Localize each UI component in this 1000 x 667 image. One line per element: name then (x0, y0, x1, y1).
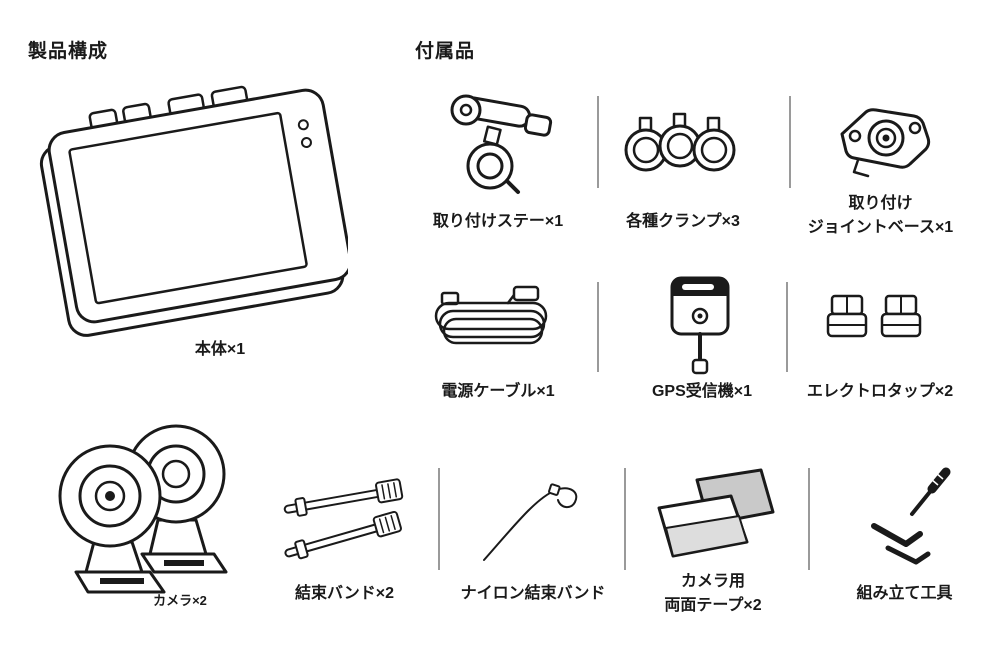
nylon-cable-tie-label: ナイロン結束バンド (460, 585, 606, 602)
mounting-stay-icon (438, 82, 558, 200)
double-sided-tape-label: カメラ用 両面テープ×2 (664, 573, 762, 614)
mounting-stay-label: 取り付けステー×1 (432, 213, 564, 230)
gps-receiver-icon (655, 272, 745, 377)
power-cable-icon (428, 283, 563, 363)
camera-pair-illustration (38, 402, 253, 594)
section-title-product-configuration: 製品構成 (28, 41, 109, 62)
column-divider (597, 96, 599, 188)
camera-count-label: カメラ×2 (153, 593, 207, 608)
gps-receiver-label: GPS受信機×1 (651, 383, 753, 400)
hook-strap-label: 結束バンド×2 (294, 585, 395, 602)
column-divider (786, 282, 788, 372)
joint-base-icon (828, 100, 933, 188)
clamps-label: 各種クランプ×3 (626, 213, 740, 230)
clamps-icon (622, 102, 742, 192)
column-divider (789, 96, 791, 188)
assembly-tools-icon (848, 466, 963, 571)
main-unit-count-label: 本体×1 (194, 341, 246, 358)
double-sided-tape-icon (645, 462, 780, 572)
column-divider (438, 468, 440, 570)
column-divider (597, 282, 599, 372)
power-cable-label: 電源ケーブル×1 (441, 383, 555, 400)
section-title-accessories: 付属品 (415, 41, 476, 62)
electro-tap-label: エレクトロタップ×2 (806, 383, 954, 400)
joint-base-label: 取り付け ジョイントベース×1 (807, 195, 954, 236)
column-divider (808, 468, 810, 570)
assembly-tools-label: 組み立て工具 (856, 585, 953, 602)
monitor-unit-illustration (28, 52, 348, 342)
column-divider (624, 468, 626, 570)
electro-tap-icon (822, 288, 932, 350)
nylon-cable-tie-icon (478, 478, 593, 566)
hook-strap-icon (278, 472, 413, 570)
